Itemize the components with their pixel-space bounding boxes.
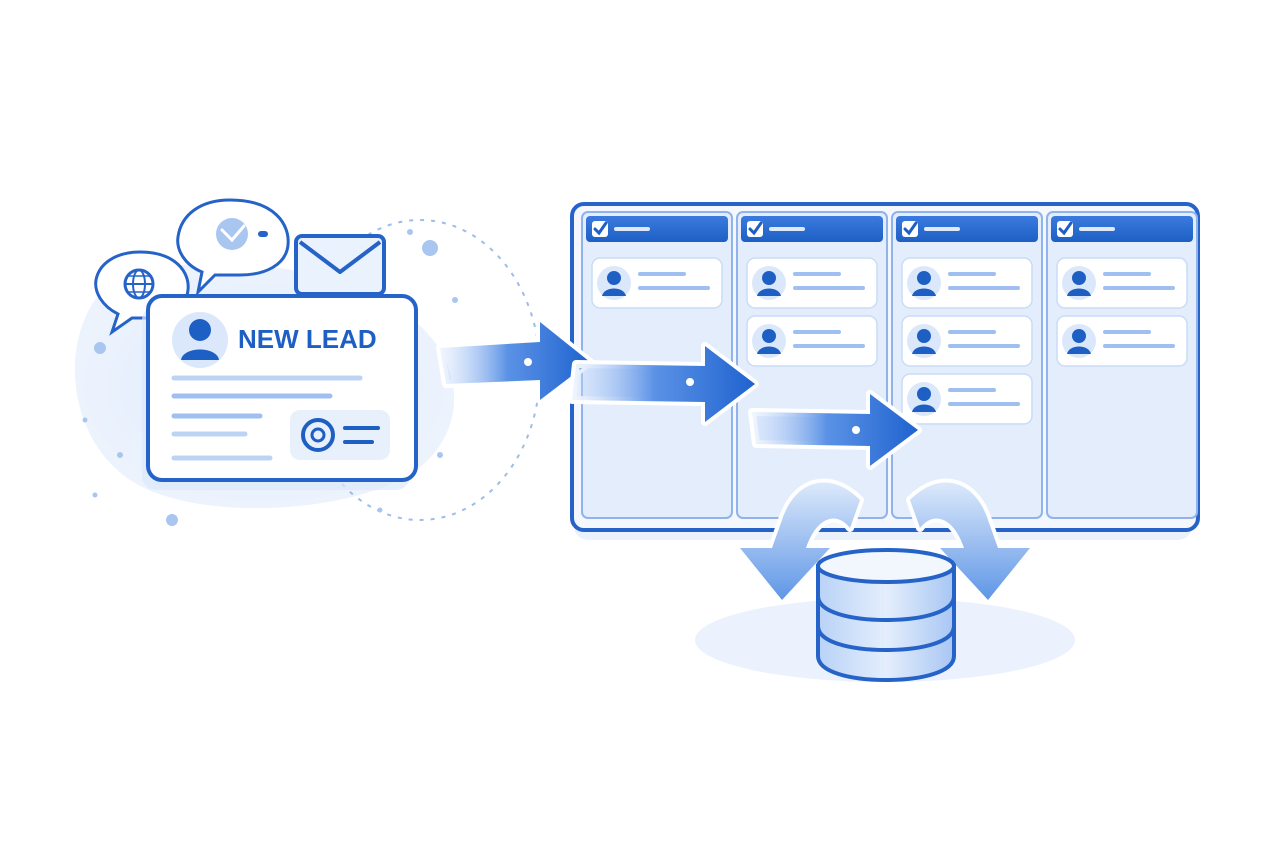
lead-mini-card: [746, 315, 878, 367]
lead-mini-card: [746, 257, 878, 309]
person-icon: [752, 324, 786, 358]
board-column-3: [891, 211, 1043, 519]
at-sign-icon: [290, 410, 390, 460]
person-icon: [752, 266, 786, 300]
person-icon: [907, 266, 941, 300]
new-lead-card: NEW LEAD: [142, 294, 418, 490]
checkmark-icon: [747, 221, 763, 237]
person-icon: [907, 324, 941, 358]
board-column-2: [736, 211, 888, 519]
flow-arrow-2: [568, 342, 759, 426]
person-icon: [907, 382, 941, 416]
database-sync-group: [695, 478, 1075, 683]
person-icon: [1062, 324, 1096, 358]
flow-arrow-1: [436, 318, 594, 404]
column-header: [586, 216, 728, 242]
envelope-icon: [294, 234, 386, 296]
lead-mini-card: [591, 257, 723, 309]
pipeline-board: [570, 202, 1200, 540]
checkmark-icon: [902, 221, 918, 237]
lead-mini-card: [1056, 315, 1188, 367]
sync-arrow-left: [736, 478, 864, 604]
checkmark-icon: [592, 221, 608, 237]
lead-mini-card: [901, 315, 1033, 367]
lead-title: NEW LEAD: [238, 324, 377, 354]
database-icon: [816, 548, 956, 683]
column-header: [896, 216, 1038, 242]
social-chat-bubble: [176, 198, 290, 297]
globe-icon: [123, 268, 155, 300]
lead-capture-group: NEW LEAD: [74, 198, 541, 526]
person-icon: [597, 266, 631, 300]
board-column-4: [1046, 211, 1198, 519]
checkmark-icon: [1057, 221, 1073, 237]
decorative-dots: [82, 229, 458, 526]
lead-mini-card: [901, 373, 1033, 425]
sync-arrow-right: [906, 478, 1034, 604]
flow-arrow-3: [748, 390, 922, 470]
bird-icon: [216, 218, 248, 250]
column-header: [1051, 216, 1193, 242]
lead-mini-card: [901, 257, 1033, 309]
person-icon: [1062, 266, 1096, 300]
person-icon: [172, 312, 228, 368]
flow-arrows: [436, 318, 922, 470]
lead-mini-card: [1056, 257, 1188, 309]
column-header: [741, 216, 883, 242]
lead-detail-lines: [171, 375, 363, 461]
